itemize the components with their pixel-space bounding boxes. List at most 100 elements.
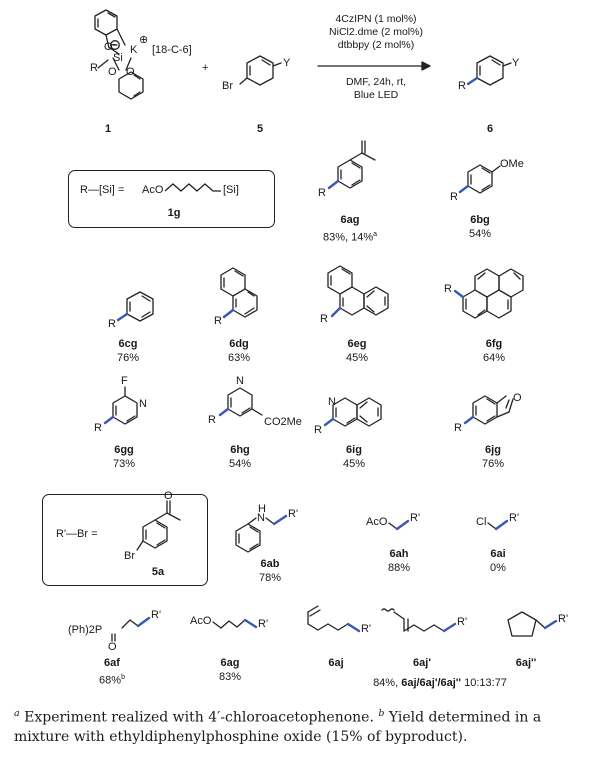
yield-6ai: 0% [490,562,506,574]
label-6ag-chain: 6ag [220,657,240,669]
product-structure [476,55,512,86]
bond-oxygen-silicon [109,47,120,55]
structure-6ag [337,140,376,189]
o-5a: O [164,490,173,502]
silicate-oxygen-2: O [108,66,117,78]
counterion-charge: ⊕ [139,34,149,46]
silicate-si: Si [113,52,123,64]
reagent5-label: 5 [256,123,264,135]
structure-6eg [327,265,389,316]
label-6ag: 6ag [340,214,360,226]
r-6eg: R [320,313,328,325]
label-6bg: 6bg [470,214,490,226]
r-6ah: R' [410,512,421,524]
label-6aj: 6aj [328,657,344,669]
silicate-oxygen-1: O [104,41,113,53]
bond-6ai [487,522,497,530]
product-r: R [458,80,466,92]
n-6hg: N [236,375,244,387]
label-6fg: 6fg [485,338,503,350]
condition-catalyst: 4CzIPN (1 mol%) [335,13,417,25]
yield-6eg: 45% [345,352,369,364]
structure-6dg [220,267,258,318]
structure-6bg [467,164,501,194]
bond-6aj-prime [381,608,395,612]
footnote-b-mark: b [378,708,385,719]
definition-5a-lhs: R'—Br = [56,528,98,540]
o-6jg: O [513,392,522,404]
label-6aj-prime: 6aj' [413,657,431,669]
bond-6ah [388,522,398,530]
definition-1g-label: 1g [167,207,181,219]
r-6bg: R [450,191,458,203]
footnote-a-mark: a [14,708,20,719]
r-6ag: R [318,187,326,199]
r-6dg: R [214,315,222,327]
sub-6hg: CO2Me [264,416,302,428]
counterion: K [130,44,138,56]
bond-6af [121,619,131,629]
label-6ah: 6ah [389,548,409,560]
n-6ab: N [257,512,265,524]
structure-6cg [126,291,154,322]
label-6gg: 6gg [114,444,134,456]
label-6ab: 6ab [260,558,280,570]
yield-6ag: 83%, 14%a [322,231,378,244]
label-6ig: 6ig [346,444,362,456]
yield-6ig: 45% [342,458,366,470]
definition-1g-lhs: R—[Si] = [80,184,125,196]
r-6aj-double-prime: R' [558,613,569,625]
reagent5-br: Br [222,80,233,92]
r-6gg: R [94,422,102,434]
r-6ai: R' [509,512,520,524]
structure-6ab [235,517,275,553]
definition-box-5a [42,494,208,586]
footnote-a-text: Experiment realized with 4′-chloroacetop… [24,709,374,726]
structure-5a [136,500,181,551]
r-6cg: R [108,318,116,330]
nh-6ab: H [258,503,266,515]
n-6ig: N [328,396,336,408]
definition-1g-aco: AcO [142,184,164,196]
plus-sign: + [202,62,209,74]
condition-nickel: NiCl2.dme (2 mol%) [329,26,423,38]
pre-6ag-chain: AcO [190,615,212,627]
definition-1g-si: [Si] [223,184,239,196]
pre-6af: (Ph)2P [68,624,103,636]
structure-6aj-double-prime [507,611,546,637]
sub-6bg: OMe [500,158,524,170]
product-label: 6 [486,123,494,135]
silicate-oxygen-3: O [126,66,135,78]
silicate-structure [94,9,144,100]
structure-6hg [227,387,263,417]
reagent5-y: Y [283,57,291,69]
r-6af: R' [151,609,162,621]
condition-solvent: DMF, 24h, rt, [345,76,407,88]
pre-6ai: Cl [476,516,487,528]
yield-6ah: 88% [387,562,411,574]
yield-6bg: 54% [468,228,492,240]
silicate-r: R [90,62,98,74]
yield-6hg: 54% [228,458,252,470]
bond-6ag-chain [212,621,222,629]
yield-6af: 68%b [99,674,125,687]
yield-6ag-chain: 83% [218,671,242,683]
new-bond [466,76,479,86]
footnote-b-text: Yield determined in a mixture with ethyl… [14,709,542,745]
yield-6ab: 78% [258,572,282,584]
r-6aj-prime: R' [457,616,468,628]
sub-6gg: F [121,375,128,387]
n-6gg: N [139,398,147,410]
label-6af: 6af [104,657,120,669]
label-6eg: 6eg [347,338,367,350]
label-6ai: 6ai [490,548,506,560]
silicate-charge: − [111,40,116,49]
r-6aj: R' [361,623,372,635]
label-6jg: 6jg [485,444,501,456]
reagent1-label: 1 [104,123,112,135]
condition-ligand: dtbbpy (2 mol%) [337,39,415,51]
r-6fg: R [444,283,452,295]
o-6af: O [108,641,117,653]
